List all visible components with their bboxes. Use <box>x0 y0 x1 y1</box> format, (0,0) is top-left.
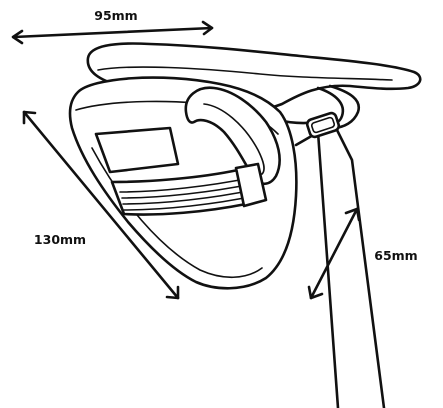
seat-post <box>294 120 386 408</box>
depth-dimension-arrow <box>307 207 361 300</box>
seat-post-clamp <box>305 111 341 139</box>
width-dimension-arrow <box>11 20 214 45</box>
width-label: 95mm <box>94 8 137 23</box>
depth-label: 65mm <box>374 248 417 263</box>
height-label: 130mm <box>34 232 86 247</box>
height-dimension-arrow <box>22 110 180 300</box>
saddle-bag <box>68 76 298 290</box>
